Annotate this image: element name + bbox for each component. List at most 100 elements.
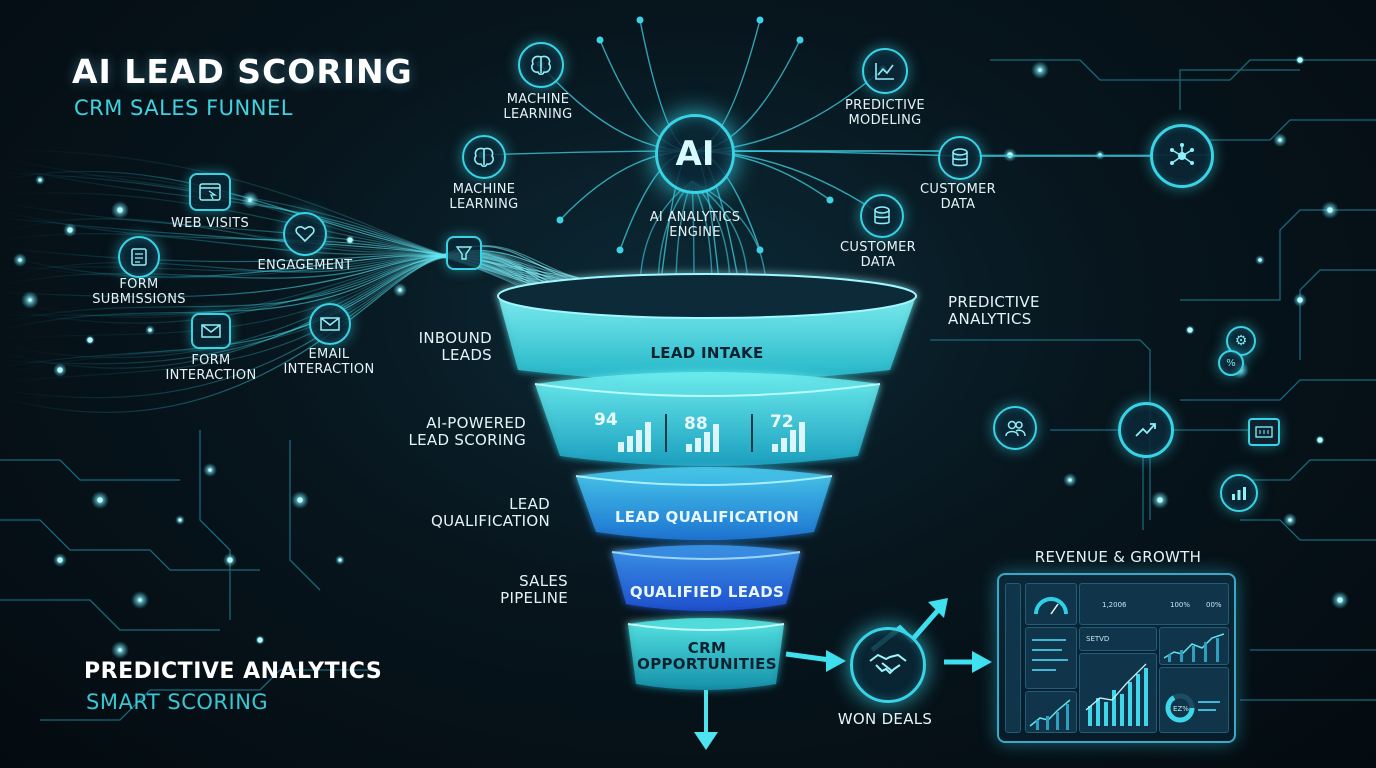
- flow-line: [0, 245, 591, 413]
- score-bar: [618, 442, 624, 452]
- ai-input-label-3: CUSTOMER DATA: [920, 182, 996, 212]
- ai-node: [596, 36, 604, 44]
- glow-particles: [13, 55, 1349, 659]
- glow-dot-core: [28, 298, 32, 302]
- glow-dot-core: [1297, 297, 1303, 303]
- dashboard-icon: [1248, 418, 1280, 446]
- score-bar: [713, 424, 719, 452]
- percent-icon: %: [1218, 350, 1244, 376]
- circuit-trace: [1180, 379, 1376, 401]
- score-value-0: 94: [594, 410, 618, 430]
- flow-line: [0, 253, 591, 376]
- won-deals-label: WON DEALS: [837, 710, 933, 728]
- database-icon: [860, 194, 904, 238]
- glow-dot-core: [1258, 258, 1262, 262]
- circuit-trace: [199, 430, 231, 620]
- flow-line: [0, 256, 591, 316]
- ai-engine-label: AI ANALYTICS ENGINE: [649, 210, 741, 240]
- glow-dot-core: [57, 367, 63, 373]
- stage-label-pipeline: SALES PIPELINE: [500, 572, 568, 607]
- tier-label-lead-intake: LEAD INTAKE: [650, 344, 764, 362]
- circuit-trace: [289, 440, 321, 591]
- stage-label-qualification: LEAD QUALIFICATION: [431, 495, 550, 530]
- glow-dot-core: [178, 518, 182, 522]
- funnel-exit-arrow: [694, 732, 718, 750]
- users-icon: [993, 406, 1037, 450]
- stage-label-inbound: INBOUND LEADS: [418, 329, 492, 364]
- tier-label-lead-qualification: LEAD QUALIFICATION: [614, 508, 800, 526]
- flow-line: [0, 251, 591, 365]
- bar-chart-icon: [1220, 474, 1258, 512]
- score-bar: [704, 432, 710, 452]
- ai-input-label-1: MACHINE LEARNING: [449, 182, 519, 212]
- ai-input-label-0: MACHINE LEARNING: [503, 92, 573, 122]
- glow-dot-core: [87, 337, 93, 343]
- flow-line: [0, 250, 591, 359]
- score-bar: [636, 430, 642, 452]
- glow-dot-core: [67, 227, 73, 233]
- funnel-inlet-icon: [446, 236, 482, 270]
- glow-dot-core: [1068, 478, 1072, 482]
- circuit-trace: [1240, 519, 1376, 541]
- circuit-trace: [1179, 69, 1300, 110]
- brain-icon: [518, 42, 564, 88]
- score-bar: [645, 422, 651, 452]
- revenue-dashboard: 1,2006 100% 00% SETVD EZ%: [997, 573, 1236, 743]
- lead-score-bars: [618, 422, 805, 452]
- revenue-growth-label: REVENUE & GROWTH: [1034, 548, 1202, 566]
- heart-icon: [283, 212, 327, 256]
- ai-node: [636, 16, 644, 24]
- glow-dot-core: [1278, 138, 1282, 142]
- glow-dot-core: [97, 497, 103, 503]
- dashboard-gauge-card: [1025, 583, 1077, 625]
- database-icon: [938, 136, 982, 180]
- line-chart-icon: [862, 48, 908, 94]
- envelope-icon: [309, 303, 351, 345]
- dashboard-bar-card: [1079, 653, 1157, 733]
- glow-dot-core: [398, 288, 402, 292]
- dashboard-donut-card: EZ%: [1159, 667, 1229, 733]
- dashboard-chip-card: SETVD: [1079, 627, 1157, 651]
- glow-dot-core: [1187, 327, 1193, 333]
- glow-dot-core: [1317, 437, 1323, 443]
- score-value-1: 88: [684, 414, 708, 434]
- dashboard-stat-2: 00%: [1206, 601, 1222, 609]
- glow-dot-core: [227, 557, 233, 563]
- flow-line: [0, 251, 591, 369]
- glow-dot-core: [18, 258, 22, 262]
- source-label-form-submissions: FORM SUBMISSIONS: [92, 277, 186, 307]
- data-flow-streams: [0, 149, 591, 413]
- glow-dot-core: [148, 328, 152, 332]
- score-bar: [781, 438, 787, 452]
- glow-dot-core: [338, 558, 342, 562]
- glow-dot-core: [57, 557, 63, 563]
- flow-line: [0, 244, 591, 399]
- glow-dot-core: [117, 207, 123, 213]
- dashboard-sidebar: [1005, 583, 1021, 733]
- glow-dot-core: [1327, 207, 1333, 213]
- score-bar: [686, 444, 692, 452]
- dashboard-line-card: [1159, 627, 1229, 665]
- ai-input-label-2: PREDICTIVE MODELING: [845, 98, 925, 128]
- dashboard-chip: SETVD: [1086, 635, 1110, 643]
- circuit-trace: [0, 599, 220, 631]
- flow-line: [0, 253, 591, 384]
- network-hub-icon: [1150, 124, 1214, 188]
- glow-dot-core: [297, 497, 303, 503]
- flow-line: [0, 252, 591, 369]
- source-label-web-visits: WEB VISITS: [170, 216, 250, 231]
- circuit-trace: [990, 59, 1376, 81]
- browser-icon: [189, 173, 231, 211]
- ai-node: [556, 216, 564, 224]
- score-bar: [790, 430, 796, 452]
- dashboard-table-card: [1025, 627, 1077, 689]
- funnel-tier-qualified-leads: [611, 545, 801, 611]
- ai-to-hub-link: [729, 150, 1150, 157]
- envelope-icon: [191, 313, 231, 349]
- footer-subtitle: SMART SCORING: [86, 690, 269, 714]
- ai-node: [796, 36, 804, 44]
- glow-dot-core: [1337, 597, 1343, 603]
- glow-dot-core: [1157, 497, 1163, 503]
- arrow-to-won-deals: [785, 651, 831, 663]
